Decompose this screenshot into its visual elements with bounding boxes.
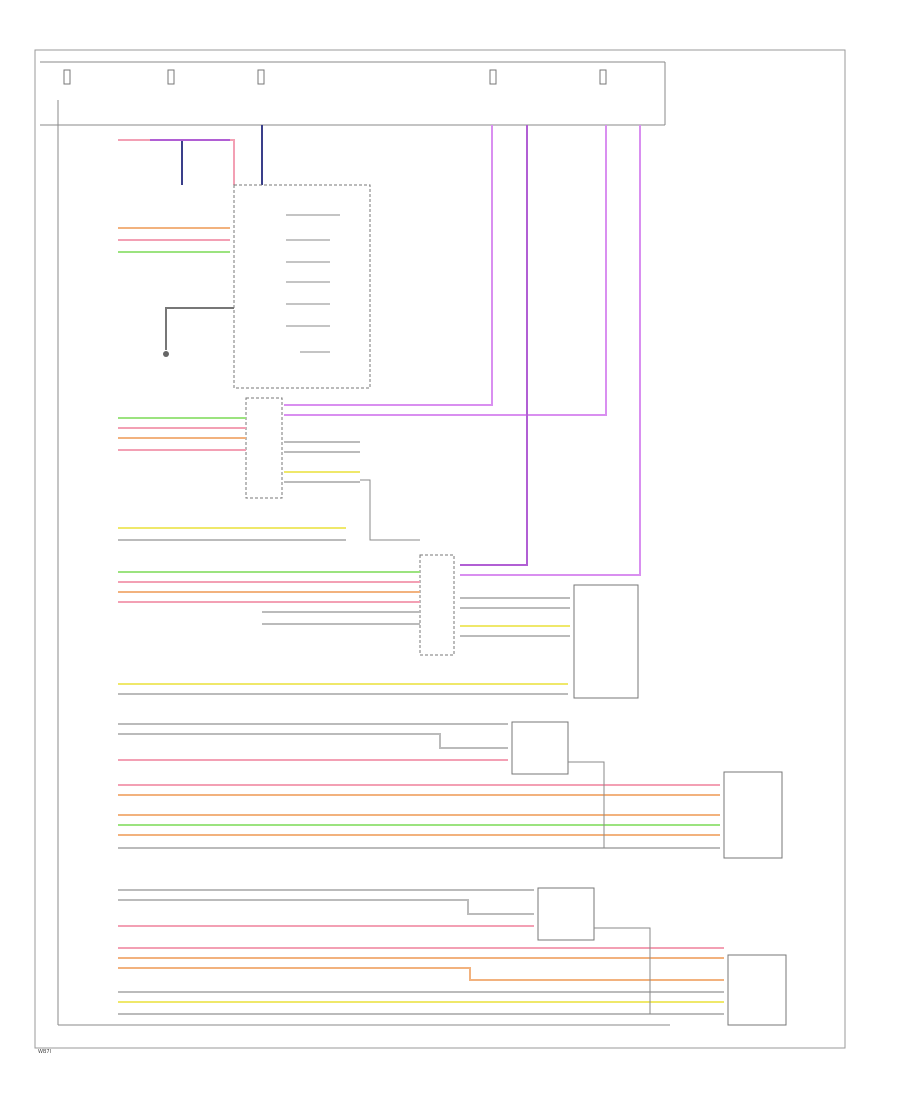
right-rear-connector bbox=[537, 887, 595, 941]
module-internal-switches bbox=[286, 214, 340, 353]
wire-gray-ground bbox=[165, 307, 234, 350]
right-rear-seat-box bbox=[727, 954, 787, 1026]
wire-violet-a bbox=[284, 125, 493, 406]
wire-violet-b bbox=[284, 125, 607, 416]
control-module-box bbox=[233, 184, 371, 389]
wire-violet-d bbox=[460, 125, 641, 576]
right-seat-module-box bbox=[419, 554, 455, 656]
right-rear-ground-link bbox=[594, 927, 651, 1014]
fuse-4 bbox=[489, 69, 497, 85]
fuse-group bbox=[63, 69, 607, 85]
right-switch-box bbox=[573, 584, 639, 699]
fuse-2 bbox=[167, 69, 175, 85]
left-rear-ground-link bbox=[568, 761, 605, 848]
ground-symbol-1 bbox=[163, 351, 169, 357]
left-seat-module-box bbox=[245, 397, 283, 499]
wire-violet-c bbox=[460, 125, 528, 566]
wire-gray-12 bbox=[118, 733, 508, 749]
wire-gray-15 bbox=[118, 899, 534, 915]
fuse-3 bbox=[257, 69, 265, 85]
wire-orange-8 bbox=[118, 967, 724, 981]
fuse-1 bbox=[63, 69, 71, 85]
left-rear-connector bbox=[511, 721, 569, 775]
diagram-frame bbox=[34, 49, 846, 1049]
left-rear-seat-box bbox=[723, 771, 783, 859]
fuse-5 bbox=[599, 69, 607, 85]
wire-pink-top bbox=[118, 139, 235, 185]
footer-code: WB7I bbox=[38, 1049, 51, 1055]
left-seat-link bbox=[360, 479, 420, 541]
